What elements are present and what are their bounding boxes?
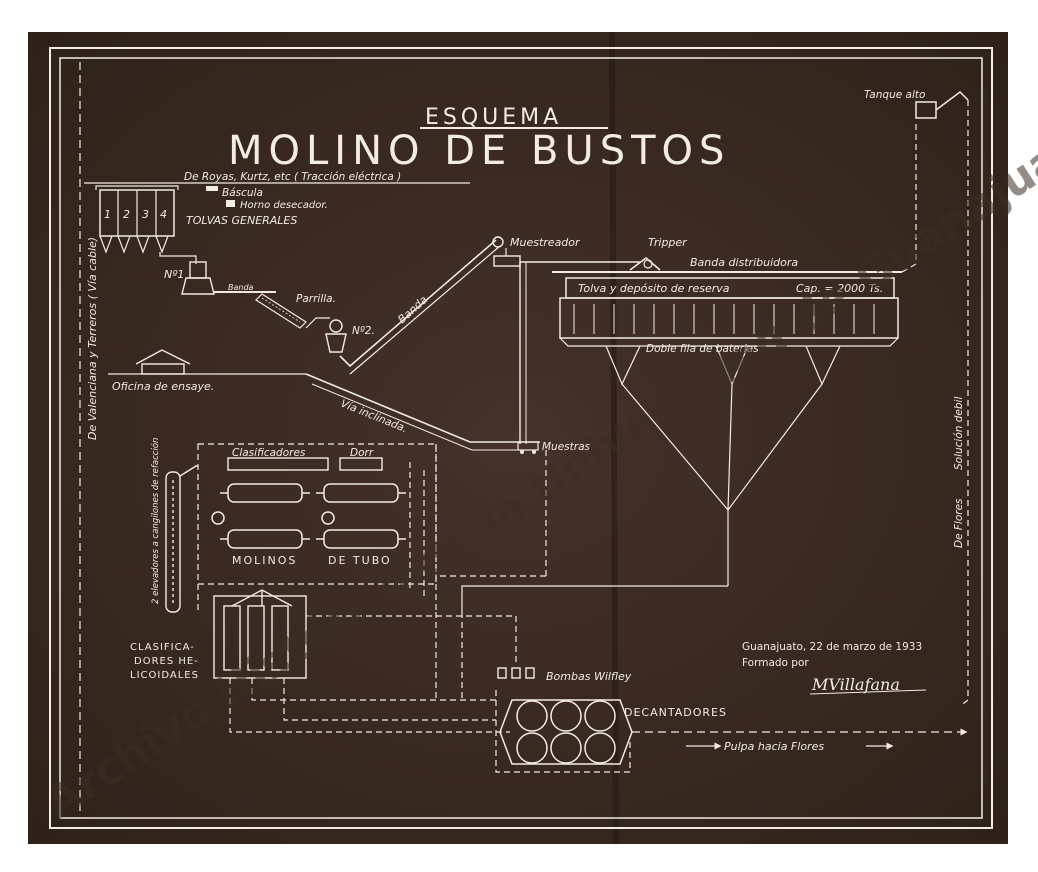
incline-belt	[339, 239, 497, 368]
helical-classifiers	[213, 589, 307, 679]
fecha-label: Guanajuato, 22 de marzo de 1933	[742, 641, 922, 653]
capacidad-label: Cap. = 2000 Ts.	[796, 282, 883, 295]
page-title: MOLINO DE BUSTOS	[228, 128, 730, 174]
tripper	[629, 256, 661, 271]
signature: MVillafana	[811, 675, 900, 694]
reserve-bin	[559, 277, 899, 347]
hopper-number-1: 1	[104, 208, 111, 221]
solucion-debil-label: Solución debil	[953, 397, 965, 470]
pulp-piping	[229, 612, 631, 773]
oficina-label: Oficina de ensaye.	[112, 380, 214, 393]
clasificadores-label: Clasificadores	[232, 447, 306, 459]
horno-mark	[226, 200, 235, 207]
banda-small-label: Banda	[228, 283, 254, 292]
crusher-2	[325, 319, 347, 353]
hopper-number-3: 3	[142, 208, 149, 221]
banda-distribuidora-label: Banda distribuidora	[690, 256, 798, 269]
high-tank	[915, 91, 969, 119]
tolvas-generales-label: TOLVAS GENERALES	[186, 214, 297, 227]
parrilla-label: Parrilla.	[296, 293, 336, 305]
fold-line	[609, 31, 619, 845]
dorr-classifiers	[227, 457, 383, 471]
muestras-label: Muestras	[542, 441, 591, 453]
tolva-deposito-label: Tolva y depósito de reserva	[578, 282, 730, 295]
dorr-label: Dorr	[350, 447, 374, 459]
bascula-label: Báscula	[222, 187, 263, 199]
hopper-number-4: 4	[160, 208, 167, 221]
inclined-way-lower	[311, 383, 520, 451]
sample-car	[517, 441, 539, 454]
clasif-hel-line1: CLASIFICA-	[130, 642, 195, 653]
crusher-2-label: Nº2.	[352, 325, 375, 337]
inclined-way	[305, 373, 540, 443]
crusher-1-label: Nº1	[164, 268, 184, 281]
bucket-elevators	[165, 465, 198, 613]
elevadores-label: 2 elevadores a cangilones de refacción	[150, 438, 161, 604]
wilfley-pumps	[497, 667, 535, 679]
molinos-label: MOLINOS	[232, 554, 297, 567]
mill-piping	[197, 443, 547, 614]
general-hoppers	[95, 185, 179, 254]
inner-border	[59, 57, 983, 819]
de-flores-label: De Flores	[953, 498, 965, 548]
signature-underline	[809, 689, 927, 695]
battery-flow-lines	[461, 345, 841, 612]
incline-belt-lower	[349, 245, 501, 375]
parrilla-grizzly	[255, 293, 307, 329]
tube-mills	[211, 483, 406, 549]
muestreador-label: Muestreador	[510, 236, 581, 249]
pulpa-label: Pulpa hacia Flores	[724, 740, 824, 753]
tanque-alto-label: Tanque alto	[864, 89, 925, 101]
paper-background	[28, 32, 1008, 844]
doble-fila-label: Doble fila de baterias	[646, 343, 759, 355]
heading-esquema: ESQUEMA	[425, 105, 562, 130]
clasif-hel-line3: LICOIDALES	[130, 670, 199, 681]
decantadores-label: DECANTADORES	[624, 706, 727, 719]
bombas-label: Bombas Wilfley	[546, 670, 632, 683]
solution-lines	[901, 100, 969, 707]
muestreador	[492, 236, 521, 267]
left-side-label: De Valenciana y Terreros ( Vía cable)	[86, 237, 99, 440]
ropes-label: De Royas, Kurtz, etc ( Tracción eléctric…	[184, 171, 401, 183]
flow-hopper-crusher1	[159, 252, 197, 264]
clasif-hel-line2: DORES HE-	[134, 656, 199, 667]
horno-label: Horno desecador.	[240, 200, 328, 211]
flow-parrilla-crusher2	[305, 317, 330, 329]
de-tubo-label: DE TUBO	[328, 554, 392, 567]
formado-label: Formado por	[742, 657, 809, 669]
decanters	[499, 699, 633, 765]
hopper-number-2: 2	[123, 208, 130, 221]
outer-border	[49, 47, 993, 829]
crusher-1	[181, 261, 215, 295]
tripper-label: Tripper	[648, 236, 688, 249]
bascula-mark	[206, 186, 218, 191]
